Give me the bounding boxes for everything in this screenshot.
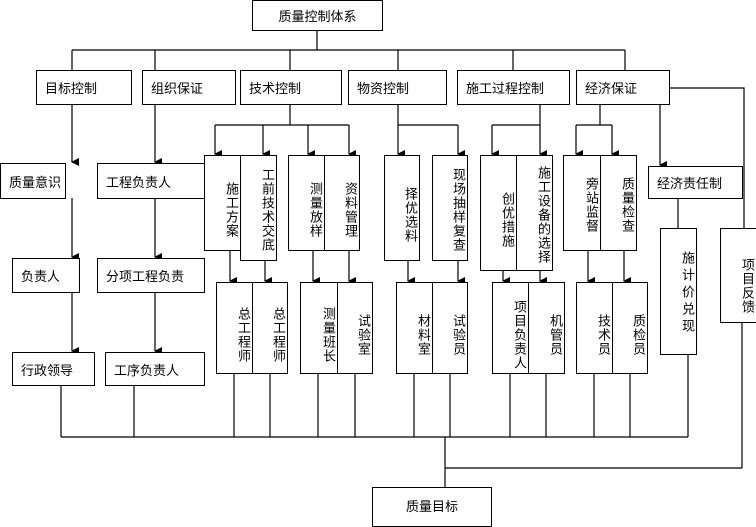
level1-econ-guarantee: 经济保证 [576,70,670,105]
title-text: 质量控制体系 [278,10,357,25]
level1-label: 施工过程控制 [466,82,545,97]
material-room-box: 材料室 [396,282,433,374]
box-label: 施工方案 [223,182,238,238]
econ-responsibility-box: 经济责任制 [648,166,743,199]
equipment-selection-box: 施工设备的选择 [516,155,553,271]
box-label: 试验室 [355,314,370,356]
pricing-redemption-box: 施计价兑现 [660,228,697,355]
box-label: 项目负责人 [511,300,526,370]
box-label: 资料管理 [342,182,357,238]
excellence-measures-box: 创优措施 [480,155,517,271]
box-label: 总工程师 [270,307,285,363]
level1-material-control: 物资控制 [348,70,447,105]
box-label: 现场抽样复查 [450,168,465,252]
level1-tech-control: 技术控制 [240,70,342,105]
quality-awareness-box: 质量意识 [0,163,66,199]
level1-label: 技术控制 [249,82,302,97]
material-selection-box: 择优选料 [384,155,420,261]
project-manager-box: 工程负责人 [97,163,205,199]
title-box: 质量控制体系 [252,0,383,31]
box-label: 旁站监督 [583,177,598,233]
box-label: 施工设备的选择 [535,166,550,264]
box-label: 择优选料 [402,187,417,243]
box-label: 工程负责人 [106,175,172,191]
survey-staking-box: 测量放样 [288,155,325,251]
box-label: 测量放样 [307,182,322,238]
construction-plan-box: 施工方案 [204,155,241,251]
onsite-supervision-box: 旁站监督 [563,155,601,251]
lab-box: 试验室 [337,282,373,374]
box-label: 工序负责人 [114,363,180,379]
box-label: 材料室 [415,314,430,356]
box-label: 测量班长 [320,307,335,363]
technician-box: 技术员 [576,282,613,374]
quality-goal-box: 质量目标 [372,487,492,527]
project-feedback-box: 项目反馈 [720,228,756,323]
chief-engineer-box-2: 总工程师 [252,282,288,374]
box-label: 技术员 [595,314,610,356]
level1-target-control: 目标控制 [36,70,132,105]
box-label: 试验员 [450,314,465,356]
responsible-person-box: 负责人 [12,258,80,293]
document-management-box: 资料管理 [324,155,360,251]
quality-inspection-box: 质量检查 [600,155,637,251]
admin-leader-box: 行政领导 [12,352,95,386]
process-manager-box: 工序负责人 [105,352,205,386]
level1-label: 目标控制 [45,82,98,97]
machine-manager-box: 机管员 [528,282,565,374]
box-label: 机管员 [547,314,562,356]
box-label: 创优措施 [499,192,514,248]
box-label: 负责人 [21,270,61,285]
box-label: 行政领导 [21,363,74,379]
level1-process-control: 施工过程控制 [457,70,570,105]
level1-label: 经济保证 [585,82,638,97]
goal-label: 质量目标 [405,500,458,515]
box-label: 施计价兑现 [679,251,694,336]
sampling-recheck-box: 现场抽样复查 [432,155,468,261]
box-label: 分项工程负责 [106,270,185,285]
box-label: 质量检查 [619,177,634,233]
box-label: 项目反馈 [739,257,754,314]
box-label: 质检员 [630,314,645,356]
survey-leader-box: 测量班长 [300,282,338,374]
tester-box: 试验员 [432,282,468,374]
box-label: 经济责任制 [657,177,723,192]
level1-label: 物资控制 [357,82,410,97]
chief-engineer-box: 总工程师 [216,282,253,374]
subproject-manager-box: 分项工程负责 [97,258,205,293]
tech-briefing-box: 工前技术交底 [240,155,277,261]
level1-org-guarantee: 组织保证 [142,70,236,105]
box-label: 工前技术交底 [259,168,274,252]
level1-label: 组织保证 [151,82,204,97]
quality-inspector-box: 质检员 [612,282,648,374]
project-leader-box: 项目负责人 [492,282,529,374]
box-label: 总工程师 [235,307,250,363]
box-label: 质量意识 [9,175,62,191]
